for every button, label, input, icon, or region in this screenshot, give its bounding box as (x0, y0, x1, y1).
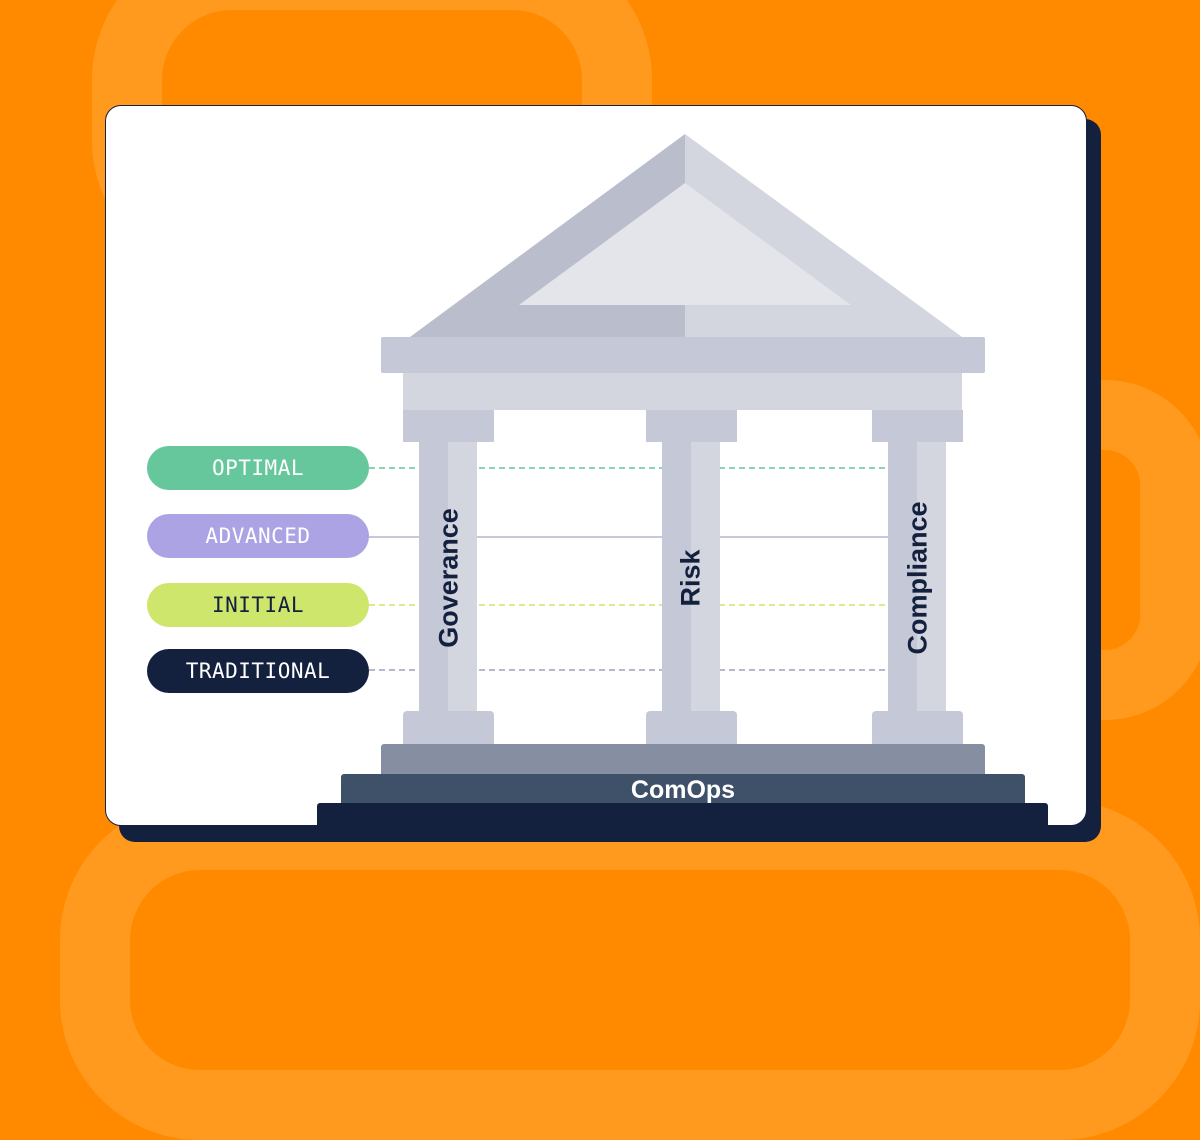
step-middle (341, 774, 1025, 806)
column-shaft (917, 442, 946, 712)
frieze (403, 373, 962, 410)
step-bottom (317, 803, 1048, 833)
level-label: TRADITIONAL (185, 659, 331, 683)
level-pill-optimal: OPTIMAL (147, 446, 369, 490)
temple-illustration (317, 134, 1048, 833)
pediment-inner (519, 183, 851, 305)
capital (872, 410, 963, 442)
foundation-label: ComOps (630, 776, 736, 804)
level-pill-advanced: ADVANCED (147, 514, 369, 558)
level-label: ADVANCED (205, 524, 311, 548)
column-base (646, 711, 737, 747)
capital (646, 410, 737, 442)
level-pill-initial: INITIAL (147, 583, 369, 627)
column-base (403, 711, 494, 747)
entablature (381, 337, 985, 373)
column-base (872, 711, 963, 747)
column-shaft (448, 442, 477, 712)
level-label: INITIAL (211, 593, 304, 617)
column-shaft (419, 442, 448, 712)
column-shaft (691, 442, 720, 712)
step-top (381, 744, 985, 777)
pillar-label-risk: Risk (675, 549, 706, 607)
column-shaft (888, 442, 917, 712)
level-pill-traditional: TRADITIONAL (147, 649, 369, 693)
column-shaft (662, 442, 691, 712)
level-label: OPTIMAL (211, 456, 304, 480)
pillar-label-compliance: Compliance (902, 501, 933, 655)
pillar-label-governance: Goverance (433, 508, 464, 648)
capital (403, 410, 494, 442)
